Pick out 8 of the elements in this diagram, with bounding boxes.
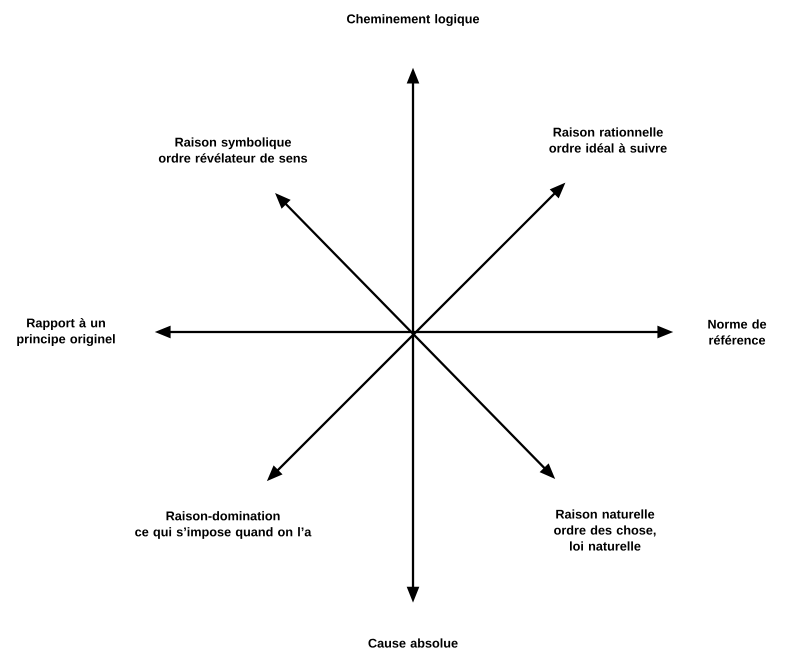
axis-label: Raison-domination ce qui s’impose quand on l’a bbox=[135, 511, 312, 539]
axis-label: Raison naturelle ordre des chose, loi naturelle bbox=[554, 509, 656, 551]
axis-label: Raison symbolique ordre révélateur de sens bbox=[158, 137, 308, 163]
axis-label: Raison rationnelle ordre idéal à suivre bbox=[549, 127, 667, 153]
axis-label: Rapport à un principe originel bbox=[17, 318, 115, 346]
axis-label: Cause absolue bbox=[368, 638, 458, 648]
axis-label: Cheminement logique bbox=[347, 14, 480, 26]
axis-label: Norme de référence bbox=[708, 319, 766, 345]
